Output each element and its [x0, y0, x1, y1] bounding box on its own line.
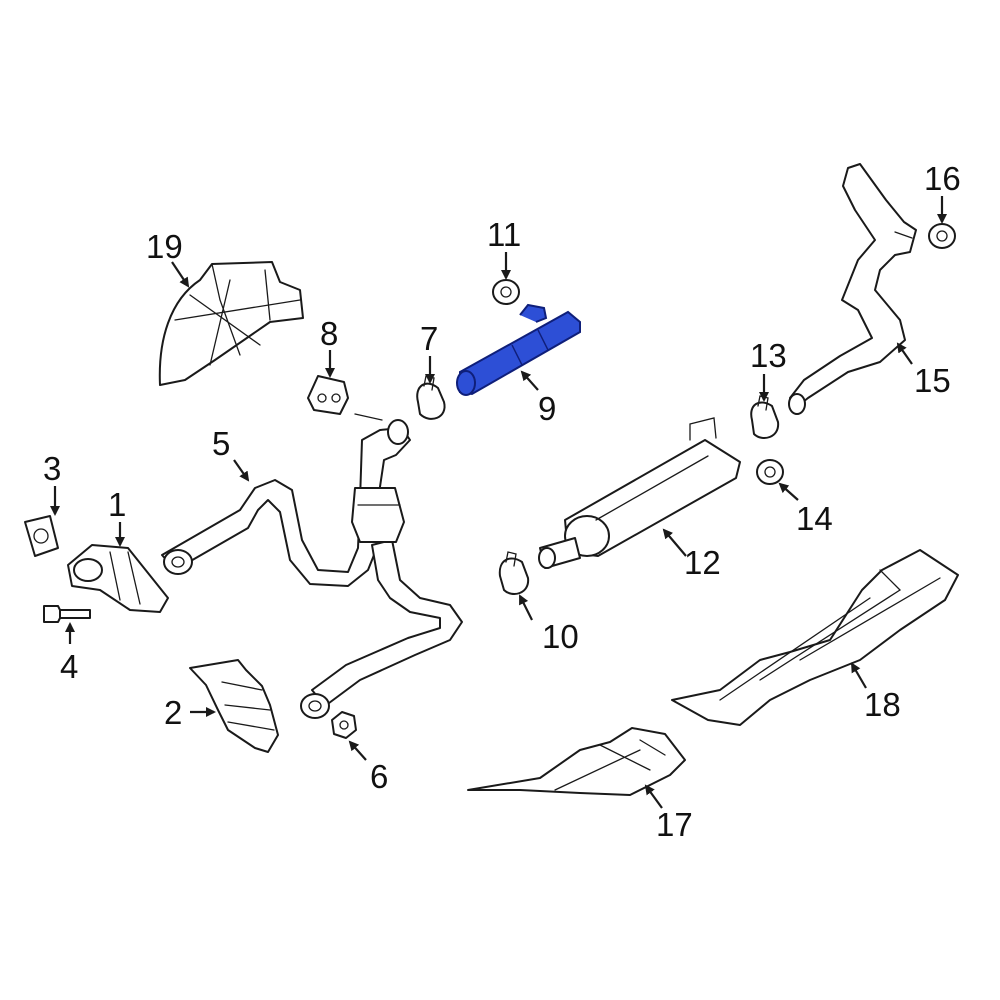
part-15-tailpipe[interactable]: [788, 163, 917, 415]
callout-labels: 1 2 3 4 5 6 7 8 9 10 11 12 13 14 15 16 1…: [43, 160, 961, 843]
leader-15: [896, 342, 913, 365]
part-9-resonator[interactable]: [456, 303, 581, 396]
callout-13: 13: [750, 337, 787, 374]
leader-arrows: [50, 196, 947, 809]
part-19-heat-shield[interactable]: [158, 261, 304, 386]
part-8-insulator[interactable]: [307, 375, 349, 415]
part-2-catalytic-converter[interactable]: [189, 659, 279, 753]
callout-9: 9: [538, 390, 556, 427]
callout-15: 15: [914, 362, 951, 399]
part-5-front-pipe[interactable]: [161, 413, 463, 719]
part-18-heat-shield[interactable]: [671, 549, 959, 726]
callout-19: 19: [146, 228, 183, 265]
part-7-clamp[interactable]: [416, 375, 446, 420]
callout-16: 16: [924, 160, 961, 197]
part-1-catalytic-converter[interactable]: [67, 544, 169, 613]
callout-10: 10: [542, 618, 579, 655]
leader-6: [348, 740, 367, 761]
part-13-clamp[interactable]: [750, 395, 780, 439]
callout-6: 6: [370, 758, 388, 795]
callout-17: 17: [656, 806, 693, 843]
part-4-bolt[interactable]: [43, 605, 91, 623]
callout-14: 14: [796, 500, 833, 537]
leader-17: [644, 784, 663, 809]
leader-14: [778, 482, 799, 501]
part-3-gasket[interactable]: [24, 515, 59, 557]
part-14-insulator[interactable]: [756, 459, 784, 485]
leader-19: [171, 261, 190, 288]
callout-2: 2: [164, 694, 182, 731]
callout-4: 4: [60, 648, 78, 685]
callout-5: 5: [212, 425, 230, 462]
callout-1: 1: [108, 486, 126, 523]
part-11-insulator[interactable]: [492, 279, 520, 305]
callout-12: 12: [684, 544, 721, 581]
leader-12: [662, 528, 687, 557]
leader-5: [233, 459, 250, 482]
callout-3: 3: [43, 450, 61, 487]
part-12-muffler[interactable]: [538, 417, 741, 569]
part-17-heat-shield[interactable]: [467, 727, 686, 796]
callout-7: 7: [420, 320, 438, 357]
callout-18: 18: [864, 686, 901, 723]
part-10-clamp[interactable]: [498, 551, 530, 595]
callout-11: 11: [487, 216, 521, 253]
part-16-insulator[interactable]: [928, 223, 956, 249]
leader-18: [850, 662, 867, 689]
leader-10: [519, 594, 533, 621]
callout-8: 8: [320, 315, 338, 352]
leader-9: [520, 370, 539, 391]
part-6-nut[interactable]: [331, 711, 357, 739]
